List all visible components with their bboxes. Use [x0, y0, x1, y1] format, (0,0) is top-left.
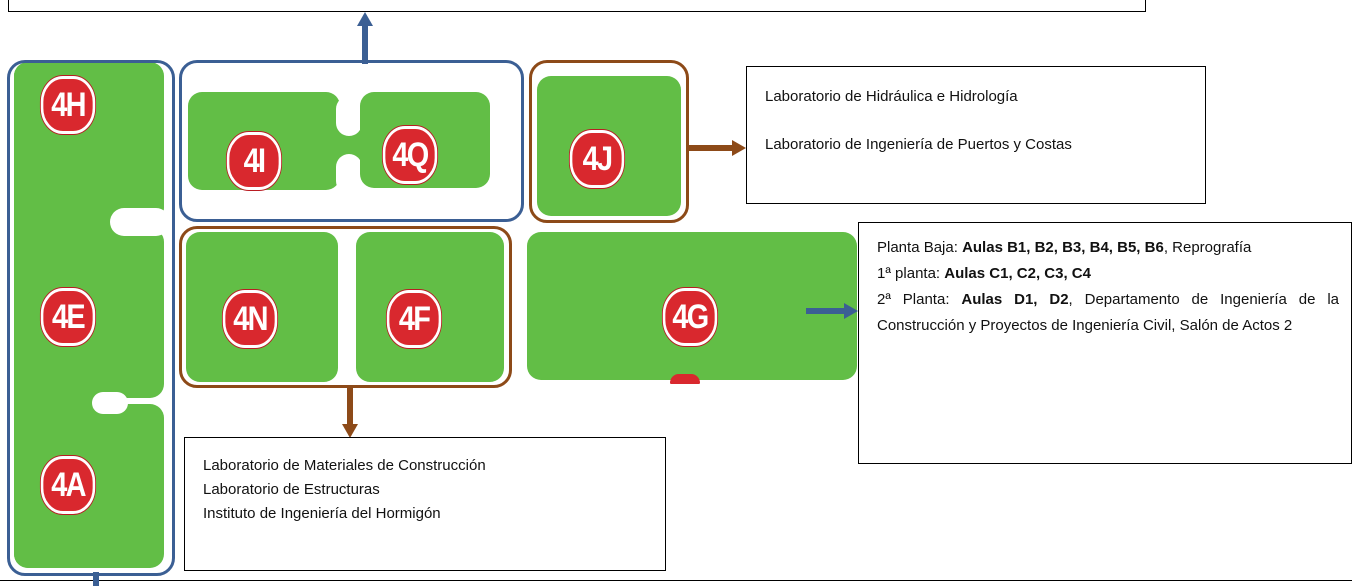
top-info-box: [8, 0, 1146, 12]
info-4g-first-floor: 1ª planta: Aulas C1, C2, C3, C4: [877, 261, 1339, 287]
info-materials-line1: Laboratorio de Materiales de Construcció…: [203, 457, 486, 474]
info-4g-ground-rooms: Aulas B1, B2, B3, B4, B5, B6: [962, 239, 1164, 256]
entrance-marker: [670, 374, 700, 384]
bottom-divider: [0, 580, 1352, 581]
group-outline-4j: [529, 60, 689, 223]
group-outline-4n-4f: [179, 226, 512, 388]
info-box-4g: Planta Baja: Aulas B1, B2, B3, B4, B5, B…: [858, 222, 1352, 464]
notch-upper: [110, 208, 170, 236]
building-label-4e: 4E: [40, 288, 96, 346]
info-4g-second-floor: 2ª Planta: Aulas D1, D2, Departamento de…: [877, 287, 1339, 339]
group-outline-left-wing: [7, 60, 175, 576]
info-4g-first-label: 1ª planta:: [877, 265, 945, 282]
info-4g-second-label: 2ª Planta:: [877, 291, 962, 308]
info-4g-second-rest: , Departamento de Ingeniería de la Const…: [877, 291, 1339, 334]
group-outline-4i-4q: [179, 60, 524, 222]
arrow-up-4i-4q: [357, 12, 373, 64]
building-label-4n: 4N: [222, 290, 278, 348]
notch-lower: [92, 392, 128, 414]
arrow-right-4g: [806, 303, 858, 319]
info-4g-first-rooms: Aulas C1, C2, C3, C4: [944, 265, 1091, 282]
arrow-right-4j: [686, 140, 746, 156]
building-label-4f: 4F: [386, 290, 442, 348]
info-hydraulics-line2: Laboratorio de Ingeniería de Puertos y C…: [765, 136, 1072, 153]
info-4g-ground-rest: , Reprografía: [1163, 239, 1252, 256]
arrow-down-4n-4f: [342, 386, 358, 438]
info-materials-line2: Laboratorio de Estructuras: [203, 481, 380, 498]
info-box-materials: Laboratorio de Materiales de Construcció…: [184, 437, 666, 571]
connector-notch-top: [336, 96, 362, 136]
info-materials-line3: Instituto de Ingeniería del Hormigón: [203, 505, 441, 522]
info-box-hydraulics: Laboratorio de Hidráulica e Hidrología L…: [746, 66, 1206, 204]
info-4g-ground-floor: Planta Baja: Aulas B1, B2, B3, B4, B5, B…: [877, 235, 1339, 261]
arrow-down-left-wing: [93, 572, 99, 586]
building-label-4q: 4Q: [382, 126, 438, 184]
info-hydraulics-line1: Laboratorio de Hidráulica e Hidrología: [765, 88, 1018, 105]
building-label-4g: 4G: [662, 288, 718, 346]
connector-notch-bottom: [336, 154, 362, 194]
building-label-4a: 4A: [40, 456, 96, 514]
building-label-4j: 4J: [569, 130, 625, 188]
building-label-4i: 4I: [226, 132, 282, 190]
info-4g-second-rooms: Aulas D1, D2: [961, 291, 1069, 308]
info-4g-ground-label: Planta Baja:: [877, 239, 963, 256]
building-label-4h: 4H: [40, 76, 96, 134]
